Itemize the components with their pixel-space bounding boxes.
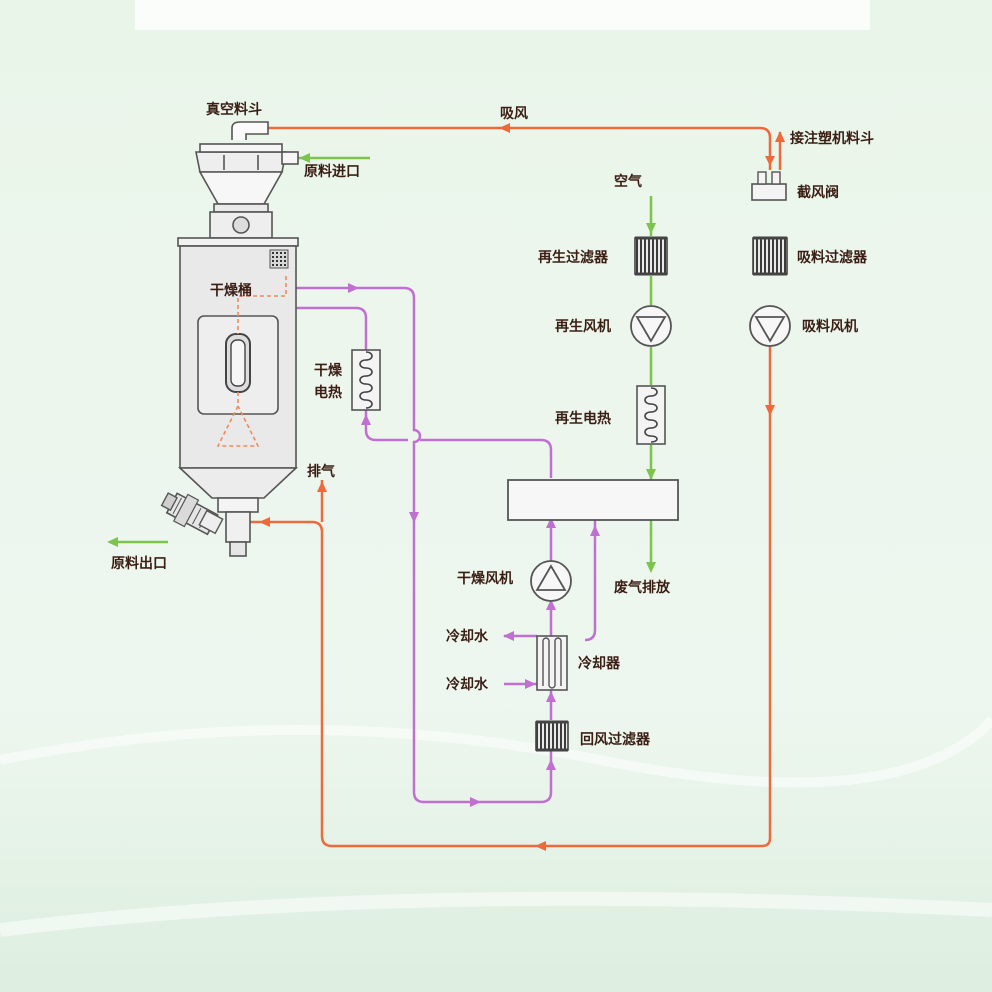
label-dry-fan: 干燥风机 bbox=[457, 570, 513, 587]
label-regen-fan: 再生风机 bbox=[555, 318, 611, 335]
label-suction-fan: 吸料风机 bbox=[802, 318, 858, 335]
label-material-inlet: 原料进口 bbox=[304, 163, 360, 180]
label-cooler: 冷却器 bbox=[578, 655, 621, 672]
label-dry-heater-line1: 干燥 bbox=[314, 362, 343, 379]
label-regen-heater: 再生电热 bbox=[555, 410, 611, 427]
label-dry-heater-line2: 电热 bbox=[314, 384, 342, 401]
label-waste-gas: 废气排放 bbox=[614, 579, 671, 596]
label-exhaust: 排气 bbox=[307, 463, 335, 480]
label-drying-hopper: 干燥桶 bbox=[210, 282, 252, 299]
return-filter bbox=[535, 721, 569, 751]
regen-air-arrows bbox=[107, 153, 656, 573]
label-cooling-water-out: 冷却水 bbox=[446, 628, 489, 645]
dry-heater bbox=[351, 349, 381, 411]
bg-wave bbox=[0, 891, 992, 937]
label-cutoff-valve: 截风阀 bbox=[797, 184, 839, 201]
dry-air-arrows bbox=[348, 283, 600, 807]
suction-fan bbox=[749, 305, 791, 347]
suction-arrows bbox=[259, 123, 785, 851]
label-return-filter: 回风过滤器 bbox=[580, 731, 651, 748]
mixing-box bbox=[507, 479, 679, 521]
label-regen-filter: 再生过滤器 bbox=[538, 249, 609, 266]
dry-fan bbox=[530, 560, 572, 602]
label-air: 空气 bbox=[614, 173, 642, 190]
label-cooling-water-in: 冷却水 bbox=[446, 676, 489, 693]
labels: 真空料斗 原料进口 吸风 接注塑机料斗 截风阀 吸料过滤器 吸料风机 空气 再生… bbox=[111, 101, 874, 748]
suction-line bbox=[248, 126, 782, 848]
vacuum-hopper bbox=[195, 121, 299, 239]
drying-hopper bbox=[160, 237, 299, 557]
cooler bbox=[536, 635, 568, 691]
cutoff-valve bbox=[751, 171, 787, 201]
regen-heater bbox=[636, 385, 666, 445]
label-vacuum-hopper: 真空料斗 bbox=[206, 101, 262, 118]
bg-wave bbox=[0, 716, 992, 788]
regen-fan bbox=[630, 305, 672, 347]
regen-filter bbox=[634, 237, 668, 275]
top-band bbox=[135, 0, 870, 30]
label-material-outlet: 原料出口 bbox=[111, 555, 167, 572]
suction-filter bbox=[752, 237, 788, 275]
label-suction-filter: 吸料过滤器 bbox=[797, 249, 868, 266]
label-to-injection-hopper: 接注塑机料斗 bbox=[790, 130, 874, 147]
label-suction-air: 吸风 bbox=[500, 106, 528, 122]
